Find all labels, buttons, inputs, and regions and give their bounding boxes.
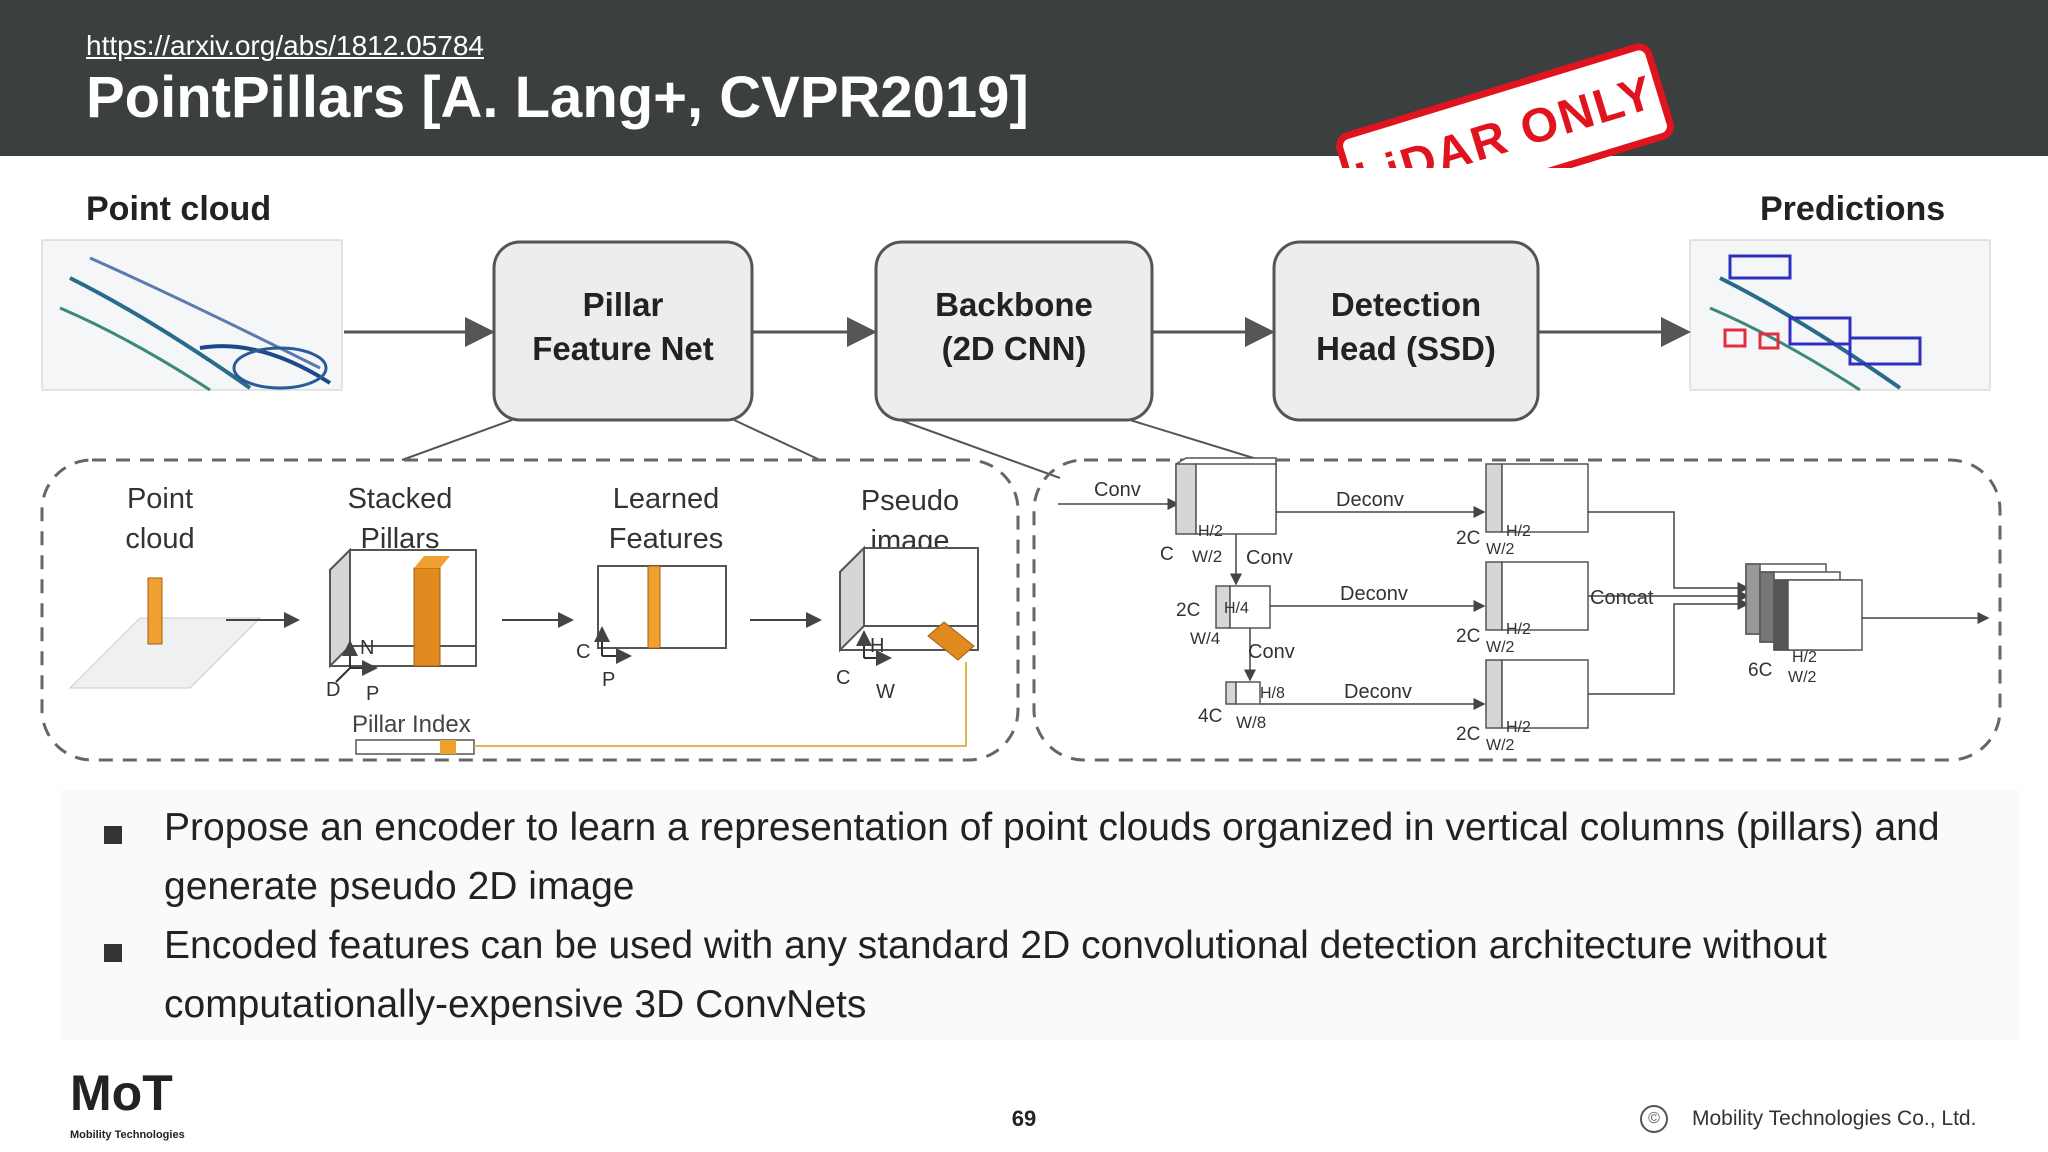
stage-3-line2: Head (SSD) — [1316, 330, 1496, 367]
stage-2-line2: (2D CNN) — [942, 330, 1087, 367]
page-number: 69 — [1011, 1106, 1037, 1131]
logo-text: MoT — [70, 1066, 173, 1121]
bb-h2-5: H/2 — [1792, 649, 1817, 666]
bb-h2-2: H/2 — [1506, 523, 1531, 540]
stage-1-line2: Feature Net — [532, 330, 714, 367]
axis-d: D — [326, 679, 340, 701]
stage-3-line1: Detection — [1331, 286, 1481, 323]
bb-2c-2: 2C — [1456, 528, 1480, 549]
bb-2c-3: 2C — [1456, 626, 1480, 647]
bb-h4: H/4 — [1224, 600, 1249, 617]
bb-w2-4: W/2 — [1486, 737, 1515, 754]
upsampled-block-3 — [1485, 659, 1589, 729]
bb-c: C — [1160, 544, 1174, 565]
stage-1-line1: Pillar — [583, 286, 664, 323]
learned-feature-column — [647, 565, 661, 649]
copyright: © Mobility Technologies Co., Ltd. — [1640, 1104, 1976, 1134]
slide-title: PointPillars [A. Lang+, CVPR2019] — [86, 65, 1029, 130]
copyright-text: Mobility Technologies Co., Ltd. — [1692, 1107, 1977, 1130]
bb-w8: W/8 — [1236, 713, 1266, 732]
bb-h2-1: H/2 — [1198, 523, 1223, 540]
axis-n: N — [360, 637, 374, 659]
upsampled-block-1 — [1485, 463, 1589, 533]
bullet-marker-2 — [104, 944, 122, 962]
stacked-pillar-block — [413, 567, 441, 667]
bb-2c-4: 2C — [1456, 724, 1480, 745]
axis-p: P — [366, 683, 379, 705]
pfn-learned-1: Learned — [613, 483, 719, 515]
logo-subtext: Mobility Technologies — [70, 1129, 185, 1141]
copyright-icon: © — [1640, 1105, 1668, 1133]
pillar-index-label: Pillar Index — [352, 711, 471, 738]
pfn-point-cloud-2: cloud — [125, 523, 194, 555]
pfn-pseudo-1: Pseudo — [861, 485, 959, 517]
scatter-line — [474, 662, 967, 747]
bb-w2-1: W/2 — [1192, 547, 1222, 566]
bb-4c: 4C — [1198, 706, 1222, 727]
bullet-marker-1 — [104, 826, 122, 844]
slide-header: https://arxiv.org/abs/1812.05784 PointPi… — [0, 0, 2048, 156]
bb-deconv-2: Deconv — [1340, 583, 1408, 605]
pfn-learned-2: Features — [609, 523, 723, 555]
bb-6c: 6C — [1748, 660, 1772, 681]
architecture-svg: Point cloud Predictions Pillar Feature N… — [40, 190, 2002, 762]
pfn-stacked-1: Stacked — [348, 483, 453, 515]
bb-w2-2: W/2 — [1486, 541, 1515, 558]
bb-h8: H/8 — [1260, 685, 1285, 702]
axis-c-1: C — [576, 641, 590, 663]
output-label: Predictions — [1760, 190, 1945, 228]
concat-block — [1745, 563, 1863, 651]
pfn-point-cloud-1: Point — [127, 483, 193, 515]
bb-conv-3: Conv — [1248, 641, 1295, 663]
axis-c-2: C — [836, 667, 850, 689]
bullet-list: Propose an encoder to learn a representa… — [60, 790, 2020, 1040]
pfn-detail-region — [40, 458, 1020, 762]
bullet-1: Propose an encoder to learn a representa… — [164, 806, 1940, 908]
upsampled-block-2 — [1485, 561, 1589, 631]
predictions-image — [1689, 239, 1991, 392]
bb-deconv-1: Deconv — [1336, 489, 1404, 511]
arxiv-link[interactable]: https://arxiv.org/abs/1812.05784 — [86, 30, 484, 61]
axis-h: H — [870, 635, 884, 657]
bb-deconv-3: Deconv — [1344, 681, 1412, 703]
bb-concat: Concat — [1590, 587, 1654, 609]
bb-h2-4: H/2 — [1506, 719, 1531, 736]
stage-2-line1: Backbone — [935, 286, 1093, 323]
bb-w2-5: W/2 — [1788, 669, 1817, 686]
bb-h2-3: H/2 — [1506, 621, 1531, 638]
bb-w4: W/4 — [1190, 629, 1220, 648]
bb-2c-1: 2C — [1176, 600, 1200, 621]
architecture-diagram: Point cloud Predictions Pillar Feature N… — [30, 168, 2022, 788]
axis-p-2: P — [602, 669, 615, 691]
bb-conv-1: Conv — [1094, 479, 1141, 501]
single-pillar — [147, 577, 163, 645]
input-label: Point cloud — [86, 190, 271, 228]
pseudo-image-pillar — [927, 621, 975, 661]
bullet-2: Encoded features can be used with any st… — [164, 924, 1827, 1026]
pillar-index-cell — [440, 740, 456, 754]
bb-conv-2: Conv — [1246, 547, 1293, 569]
point-cloud-image — [41, 239, 343, 392]
ground-plane — [68, 617, 262, 689]
backbone-detail-region — [1032, 458, 2002, 762]
mot-logo: MoT Mobility Technologies — [70, 1066, 185, 1141]
axis-w: W — [876, 681, 895, 703]
bb-w2-3: W/2 — [1486, 639, 1515, 656]
